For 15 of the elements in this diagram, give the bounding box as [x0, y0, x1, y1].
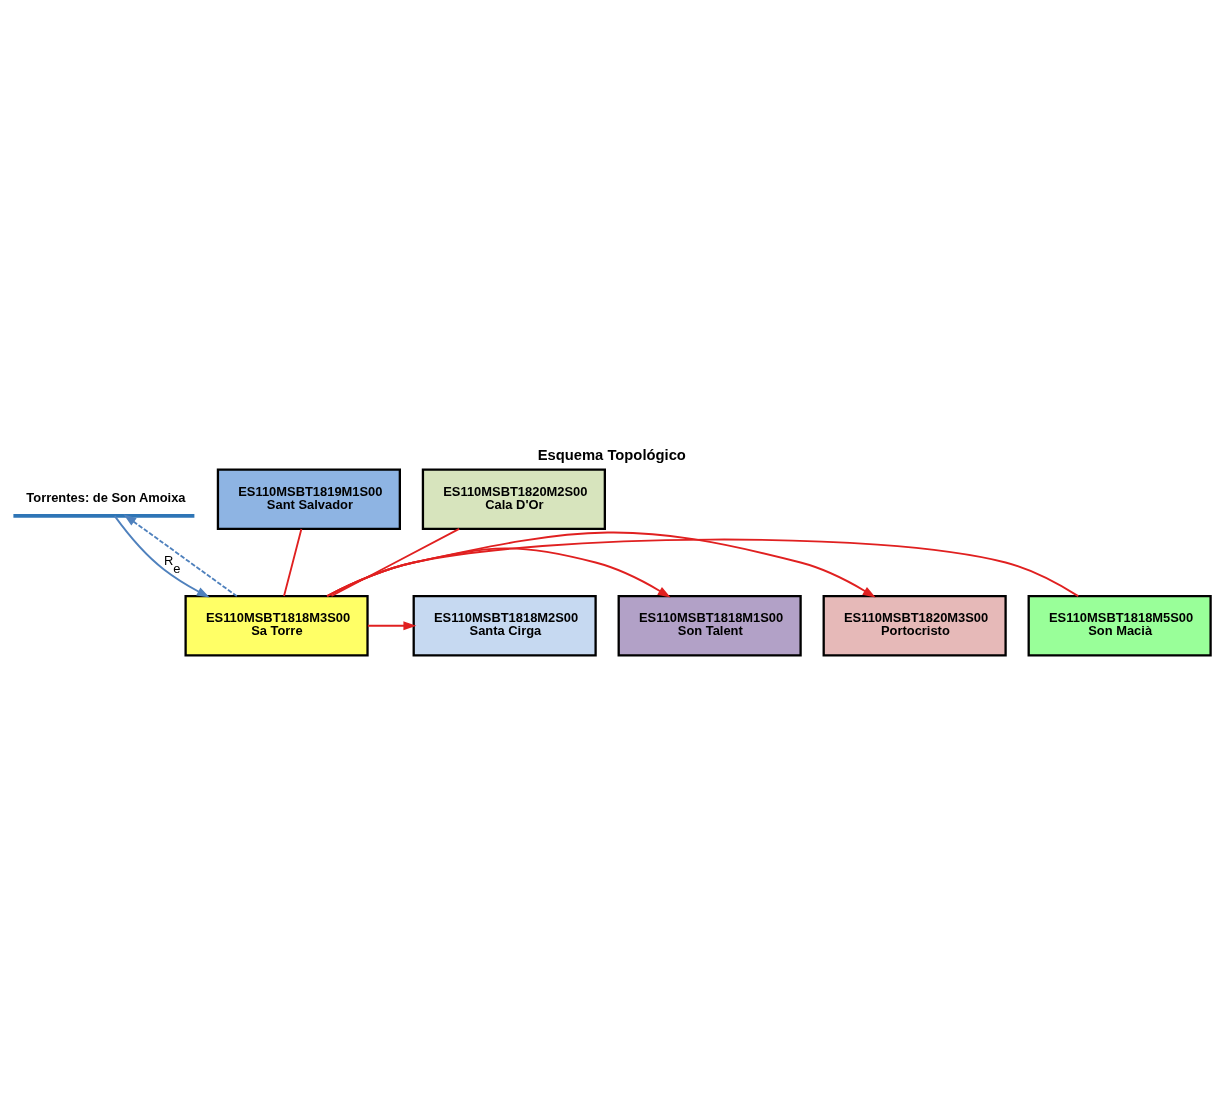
connector: [330, 527, 461, 597]
node-box: ES110MSBT1819M1S00 Sant Salvador: [216, 468, 401, 530]
node-box: ES110MSBT1818M1S00 Son Talent: [617, 594, 802, 656]
node-box: ES110MSBT1818M5S00 Son Macià: [1027, 594, 1212, 656]
diagram-title: Esquema Topológico: [537, 446, 686, 463]
node-box: ES110MSBT1820M3S00 Portocristo: [822, 594, 1007, 656]
node-box: ES110MSBT1818M2S00 Santa Cirga: [412, 594, 597, 656]
node-box: ES110MSBT1818M3S00 Sa Torre: [184, 594, 369, 656]
arrow: [113, 514, 210, 597]
connector: [326, 538, 1080, 597]
node-box: ES110MSBT1820M2S00 Cala D'Or: [421, 468, 606, 530]
arrow: [123, 513, 238, 597]
arrow: [366, 620, 417, 630]
connector: [283, 527, 303, 597]
node-text: Torrentes: de Son Amoixa: [26, 489, 186, 505]
